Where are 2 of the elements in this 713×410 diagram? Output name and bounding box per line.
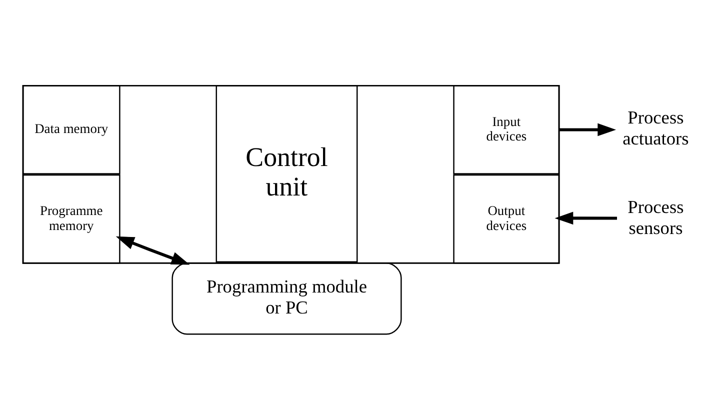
node-text: Process sensors [628, 196, 684, 238]
node-text: Process actuators [622, 108, 689, 148]
